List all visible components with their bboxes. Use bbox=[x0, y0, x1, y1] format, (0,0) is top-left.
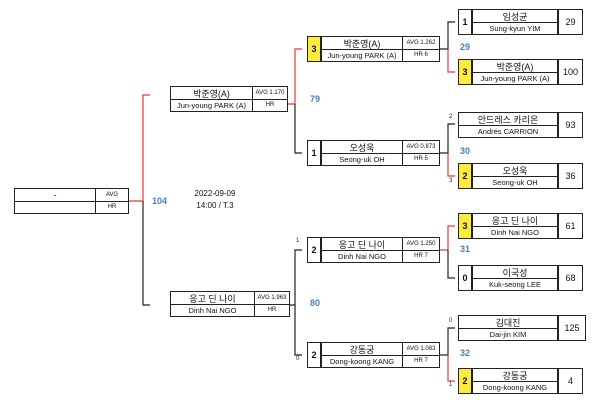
player-name-ko: 김대진 bbox=[495, 317, 521, 328]
final-player-name: - bbox=[53, 190, 57, 200]
score-box: 68 bbox=[558, 265, 583, 291]
score-box: 61 bbox=[558, 213, 583, 239]
first-round-slot-6[interactable]: 이국성 Kuk-seong LEE bbox=[472, 265, 558, 291]
seed-badge: 3 bbox=[307, 36, 321, 62]
player-name-en: Sung-kyun YIM bbox=[489, 23, 541, 33]
player-name-en: Dinh Nai NGO bbox=[491, 227, 539, 237]
match-number-104: 104 bbox=[152, 196, 168, 206]
player-name-ko: 이국성 bbox=[502, 267, 528, 278]
seed-badge: 2 bbox=[307, 342, 321, 368]
seed-badge: 3 bbox=[458, 213, 472, 239]
seed-badge: 0 bbox=[458, 265, 472, 291]
player-name-en: Dong-koong KANG bbox=[482, 382, 548, 392]
seed-badge: 3 bbox=[458, 59, 472, 85]
player-name-ko: 박준영(A) bbox=[343, 38, 381, 49]
match-date: 2022-09-09 bbox=[194, 189, 236, 198]
player-avg: AVG 0.873 bbox=[402, 141, 439, 153]
match-number-29: 29 bbox=[460, 42, 471, 52]
player-name-ko: 오성욱 bbox=[349, 142, 375, 153]
player-hr: HR bbox=[254, 304, 289, 316]
player-name-en: Dai-jin KIM bbox=[489, 329, 527, 339]
match-number-79: 79 bbox=[310, 94, 321, 104]
player-hr: HR bbox=[252, 99, 287, 111]
semi-top-slot[interactable]: 박준영(A) AVG 1.170 Jun-young PARK (A) HR bbox=[170, 86, 288, 112]
player-name-ko: 안드레스 카리온 bbox=[477, 114, 539, 125]
score-box: 93 bbox=[558, 112, 583, 138]
player-name-ko: 박준영(A) bbox=[496, 61, 534, 72]
player-name-ko: 박준영(A) bbox=[193, 88, 230, 99]
match-number-31: 31 bbox=[460, 244, 471, 254]
first-round-slot-7[interactable]: 김대진 Dai-jin KIM bbox=[458, 315, 558, 341]
player-name-ko: 임성균 bbox=[502, 11, 528, 22]
player-name-en: Dong-koong KANG bbox=[329, 356, 395, 366]
semi-bottom-slot[interactable]: 응고 딘 나이 AVG 1.963 Dinh Nai NGO HR bbox=[170, 291, 290, 317]
player-hr: HR 7 bbox=[402, 355, 439, 367]
side-note: 3 bbox=[449, 178, 453, 184]
player-hr: HR 6 bbox=[402, 49, 439, 61]
player-name-en: Jun-young PARK (A) bbox=[480, 73, 550, 83]
player-avg: AVG 1.262 bbox=[402, 37, 439, 49]
seed-badge: 2 bbox=[458, 368, 472, 394]
quarter-slot-2[interactable]: 오성욱 AVG 0.873 Seong-uk OH HR 5 bbox=[321, 140, 440, 166]
match-number-32: 32 bbox=[460, 348, 471, 358]
score-box: 4 bbox=[558, 368, 583, 394]
player-name-en: Andrés CARRION bbox=[477, 126, 539, 136]
seed-badge: 2 bbox=[458, 163, 472, 189]
final-avg: AVG bbox=[95, 189, 128, 201]
first-round-slot-1[interactable]: 임성균 Sung-kyun YIM bbox=[472, 9, 558, 35]
player-avg: AVG 1.250 bbox=[402, 238, 439, 250]
player-name-en: Dinh Nai NGO bbox=[188, 305, 237, 315]
player-name-ko: 강동궁 bbox=[502, 370, 528, 381]
score-box: 29 bbox=[558, 9, 583, 35]
player-name-en: Seong-uk OH bbox=[339, 154, 385, 164]
player-name-en: Jun-young PARK (A) bbox=[327, 50, 397, 60]
match-time-court: 14:00 / T.3 bbox=[196, 201, 234, 210]
side-note: 1 bbox=[296, 238, 300, 244]
seed-badge: 1 bbox=[458, 9, 472, 35]
score-box: 100 bbox=[558, 59, 583, 85]
first-round-slot-3[interactable]: 안드레스 카리온 Andrés CARRION bbox=[458, 112, 558, 138]
score-box: 125 bbox=[558, 315, 586, 341]
side-note: 0 bbox=[449, 318, 453, 324]
player-hr: HR 7 bbox=[402, 250, 439, 262]
match-number-80: 80 bbox=[310, 298, 321, 308]
player-avg: AVG 1.963 bbox=[254, 292, 289, 304]
first-round-slot-2[interactable]: 박준영(A) Jun-young PARK (A) bbox=[472, 59, 558, 85]
player-name-en: Jun-young PARK (A) bbox=[176, 100, 247, 110]
player-name-ko: 오성욱 bbox=[502, 165, 528, 176]
quarter-slot-3[interactable]: 응고 딘 나이 AVG 1.250 Dinh Nai NGO HR 7 bbox=[321, 237, 440, 263]
final-slot[interactable]: - AVG HR bbox=[14, 188, 129, 214]
side-note: 1 bbox=[449, 382, 453, 388]
player-name-ko: 강동궁 bbox=[349, 344, 375, 355]
player-name-en: Kuk-seong LEE bbox=[488, 279, 542, 289]
player-name-en: Dinh Nai NGO bbox=[338, 251, 386, 261]
first-round-slot-4[interactable]: 오성욱 Seong-uk OH bbox=[472, 163, 558, 189]
player-name-ko: 응고 딘 나이 bbox=[338, 239, 386, 250]
final-hr: HR bbox=[95, 201, 128, 213]
first-round-slot-8[interactable]: 강동궁 Dong-koong KANG bbox=[472, 368, 558, 394]
side-note: 0 bbox=[296, 356, 300, 362]
player-avg: AVG 1.170 bbox=[252, 87, 287, 99]
first-round-slot-5[interactable]: 응고 딘 나이 Dinh Nai NGO bbox=[472, 213, 558, 239]
player-name-ko: 응고 딘 나이 bbox=[189, 293, 236, 304]
score-box: 36 bbox=[558, 163, 583, 189]
player-name-ko: 응고 딘 나이 bbox=[491, 215, 539, 226]
match-info: 2022-09-09 14:00 / T.3 bbox=[180, 188, 250, 212]
final-player-name-en bbox=[15, 201, 95, 213]
player-avg: AVG 1.083 bbox=[402, 343, 439, 355]
side-note: 2 bbox=[449, 114, 453, 120]
player-name-en: Seong-uk OH bbox=[492, 177, 538, 187]
quarter-slot-1[interactable]: 박준영(A) AVG 1.262 Jun-young PARK (A) HR 6 bbox=[321, 36, 440, 62]
seed-badge: 1 bbox=[307, 140, 321, 166]
match-number-30: 30 bbox=[460, 146, 471, 156]
seed-badge: 2 bbox=[307, 237, 321, 263]
player-hr: HR 5 bbox=[402, 153, 439, 165]
quarter-slot-4[interactable]: 강동궁 AVG 1.083 Dong-koong KANG HR 7 bbox=[321, 342, 440, 368]
